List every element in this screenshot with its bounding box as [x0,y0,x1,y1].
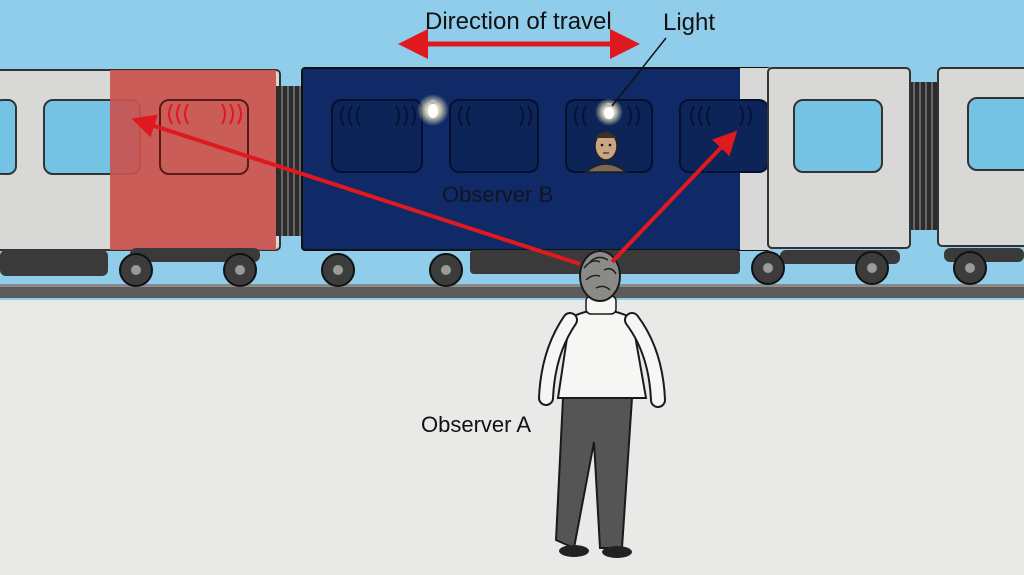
ground [0,300,1024,575]
light-ray-right [610,130,738,264]
light-bulb-icon [417,94,449,126]
car-window-4 [679,99,769,173]
observer-b-figure [583,131,629,173]
car-window-2 [449,99,539,173]
light-ray-left [131,114,581,266]
observer-b-label: Observer B [442,182,554,207]
rail-track-top [0,284,1024,287]
coupler-right [908,82,940,230]
rail-track [0,286,1024,298]
observer-a-shoe-left [559,545,589,557]
light-leader-line [611,37,667,107]
car-window-1 [331,99,423,173]
observer-a-figure [538,250,666,558]
light-bulb-icon [595,98,623,126]
train-car-left [0,69,281,276]
coupler-left [276,86,304,236]
direction-of-travel-label: Direction of travel [425,8,612,35]
observer-a-label: Observer A [421,412,532,437]
light-wave-icon [340,105,752,127]
observer-a-shoe-right [602,546,632,558]
highlighted-car-section [110,70,276,250]
light-label: Light [663,9,716,36]
light-wave-icon [168,103,242,125]
train-car-right [767,67,1024,264]
